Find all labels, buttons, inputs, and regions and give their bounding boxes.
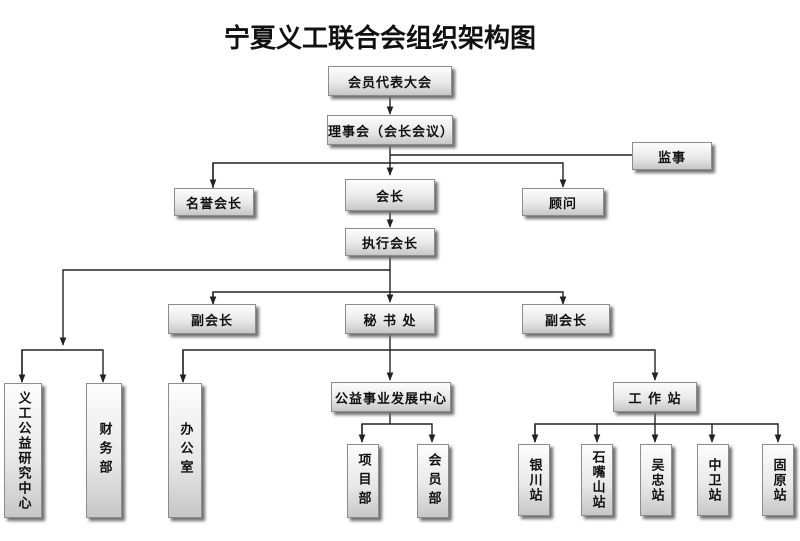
node-council: 理事会（会长会议） [327, 115, 453, 145]
node-advisor: 顾问 [522, 188, 604, 216]
node-finance: 财务部 [86, 383, 122, 518]
node-member: 会员部 [417, 444, 449, 518]
node-congress: 会员代表大会 [328, 66, 452, 96]
node-research: 义工公益研究中心 [4, 383, 42, 518]
node-office: 办公室 [168, 383, 202, 518]
node-exec: 执行会长 [345, 228, 435, 256]
page-title: 宁夏义工联合会组织架构图 [223, 24, 536, 54]
node-workstation: 工 作 站 [613, 382, 697, 412]
node-welfare: 公益事业发展中心 [331, 382, 451, 412]
node-wuzhong: 吴忠站 [640, 444, 672, 516]
node-vp-left: 副会长 [168, 304, 256, 334]
node-project: 项目部 [347, 444, 379, 518]
node-honorary: 名誉会长 [174, 188, 254, 216]
node-supervisor: 监事 [632, 142, 712, 170]
node-yinchuan: 银川站 [518, 444, 550, 516]
node-guyuan: 固原站 [762, 444, 794, 516]
node-vp-right: 副会长 [522, 304, 610, 334]
node-zhongwei: 中卫站 [697, 444, 729, 516]
node-secretariat: 秘 书 处 [345, 304, 435, 334]
node-president: 会长 [345, 179, 435, 211]
node-shizuishan: 石嘴山站 [581, 444, 613, 516]
